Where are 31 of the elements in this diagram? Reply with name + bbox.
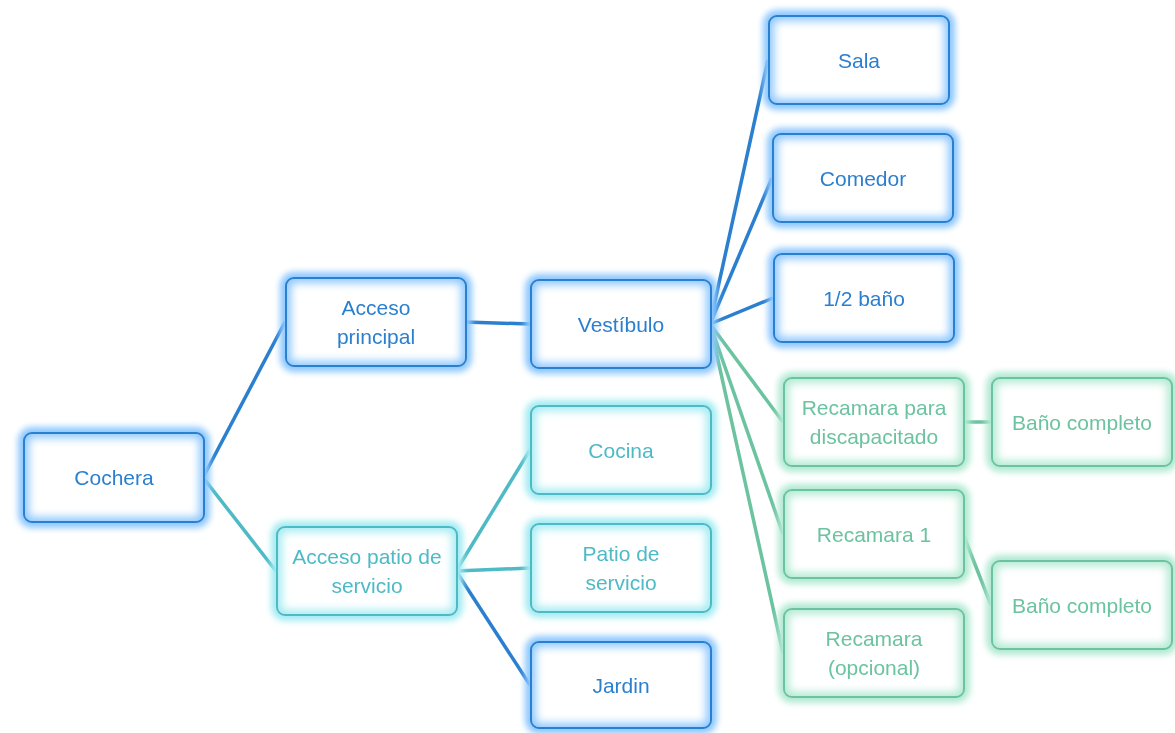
room-label: 1/2 baño [823, 285, 905, 312]
room-box [991, 560, 1173, 650]
room-label: Baño completo [1011, 592, 1153, 619]
room-label: Cocina [588, 437, 654, 464]
room-label: Vestíbulo [577, 311, 665, 338]
connector-line [963, 420, 991, 424]
room-box [530, 405, 712, 495]
room-box [530, 279, 712, 369]
room-box [991, 377, 1173, 467]
room-box [783, 608, 965, 698]
room-label: Patio de servicio [581, 541, 661, 596]
room-box [772, 133, 954, 223]
room-label: Acceso patio de servicio [291, 544, 443, 599]
room-label: Sala [838, 47, 880, 74]
room-box [530, 641, 712, 729]
room-box [276, 526, 458, 616]
room-box [530, 523, 712, 613]
room-label: Recamara 1 [816, 521, 932, 548]
room-label: Comedor [819, 165, 907, 192]
room-box [768, 15, 950, 105]
room-label: Cochera [74, 465, 154, 491]
room-box [285, 277, 467, 367]
room-label: Recamara (opcional) [824, 626, 924, 681]
room-label: Recamara para discapacitado [800, 395, 948, 450]
room-box [773, 253, 955, 343]
room-box [783, 489, 965, 579]
room-box [23, 432, 205, 523]
room-box [783, 377, 965, 467]
room-label: Acceso principal [335, 295, 417, 350]
room-label: Baño completo [1011, 409, 1153, 436]
room-label: Jardin [592, 672, 650, 699]
